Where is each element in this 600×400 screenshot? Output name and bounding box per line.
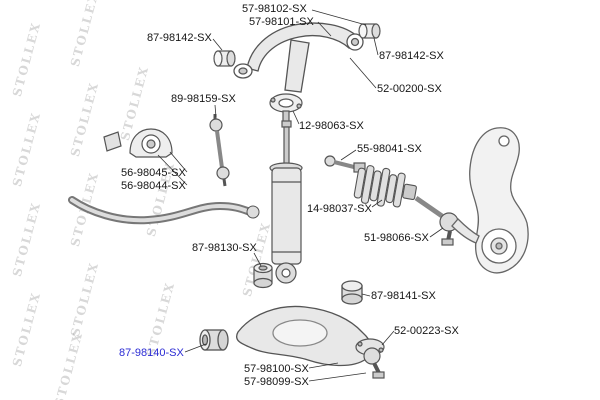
steering-knuckle: [451, 127, 529, 274]
part-label-14-98037-sx[interactable]: 14-98037-SX: [307, 203, 372, 215]
part-label-87-98141-sx[interactable]: 87-98141-SX: [371, 290, 436, 302]
stabilizer-bushing-bracket: [103, 128, 173, 158]
part-label-87-98130-sx[interactable]: 87-98130-SX: [192, 242, 257, 254]
part-label-56-98044-sx[interactable]: 56-98044-SX: [121, 180, 186, 192]
part-label-57-98099-sx[interactable]: 57-98099-SX: [244, 376, 309, 388]
part-label-87-98142-sx-left[interactable]: 87-98142-SX: [147, 32, 212, 44]
steering-rack-boot: [353, 165, 417, 208]
part-label-87-98140-sx-highlighted[interactable]: 87-98140-SX: [119, 347, 184, 359]
shock-absorber: [269, 120, 303, 284]
part-label-12-98063-sx[interactable]: 12-98063-SX: [299, 120, 364, 132]
part-label-87-98142-sx-right[interactable]: 87-98142-SX: [379, 50, 444, 62]
upper-ball-joint-mount: [269, 93, 303, 124]
part-label-52-00200-sx[interactable]: 52-00200-SX: [377, 83, 442, 95]
stabilizer-bar: [68, 196, 260, 225]
part-label-57-98102-sx[interactable]: 57-98102-SX: [242, 3, 307, 15]
inner-tie-rod: [324, 155, 366, 173]
lower-ball-joint: [355, 338, 385, 379]
leader-lines: [157, 9, 444, 382]
lower-control-arm: [199, 280, 373, 367]
part-label-52-00223-sx[interactable]: 52-00223-SX: [394, 325, 459, 337]
upper-control-arm: [233, 22, 364, 93]
stabilizer-link: [209, 114, 230, 187]
lower-arm-bushing-87-98130: [253, 262, 273, 289]
part-label-56-98045-sx[interactable]: 56-98045-SX: [121, 167, 186, 179]
part-label-57-98101-sx[interactable]: 57-98101-SX: [249, 16, 314, 28]
part-label-57-98100-sx[interactable]: 57-98100-SX: [244, 363, 309, 375]
part-label-55-98041-sx[interactable]: 55-98041-SX: [357, 143, 422, 155]
upper-arm-bushing-left: [213, 50, 236, 67]
upper-arm-bushing-right: [358, 23, 381, 39]
part-label-51-98066-sx[interactable]: 51-98066-SX: [364, 232, 429, 244]
part-label-89-98159-sx[interactable]: 89-98159-SX: [171, 93, 236, 105]
